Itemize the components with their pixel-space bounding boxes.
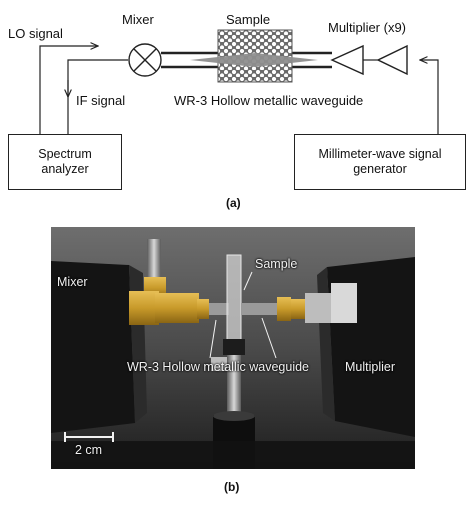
scale-bar-label: 2 cm (75, 443, 103, 457)
waveguide-right (292, 51, 332, 69)
mixer-symbol (128, 43, 162, 77)
generator-feed-line (420, 60, 439, 134)
photo-mixer-label: Mixer (57, 275, 88, 289)
multiplier-symbol (330, 44, 364, 76)
lo-signal-label: LO signal (8, 26, 63, 41)
waveguide-left (161, 51, 218, 69)
mixer-label: Mixer (122, 12, 154, 27)
signal-generator-line2: generator (353, 162, 407, 176)
lo-signal-line (39, 46, 98, 134)
caption-a: (a) (226, 196, 241, 210)
spectrum-analyzer-box: Spectrum analyzer (8, 134, 122, 190)
photo-waveguide-label: WR-3 Hollow metallic waveguide (127, 360, 310, 374)
sample-label: Sample (226, 12, 271, 27)
photo-sample-label: Sample (255, 257, 298, 271)
caption-b: (b) (224, 480, 240, 494)
setup-photo: Mixer Sample WR-3 Hollow metallic wavegu… (51, 227, 415, 469)
amplifier-symbol (376, 44, 408, 76)
if-signal-line (67, 59, 128, 134)
waveguide-label: WR-3 Hollow metallic waveguide (174, 93, 364, 108)
multiplier-label: Multiplier (x9) (328, 20, 407, 35)
signal-generator-box: Millimeter-wave signal generator (294, 134, 466, 190)
setup-schematic (39, 29, 439, 134)
photo-scene (51, 227, 415, 469)
waveguide-taper (190, 53, 318, 67)
if-signal-label: IF signal (76, 93, 126, 108)
photo-multiplier-label: Multiplier (345, 360, 396, 374)
spectrum-analyzer-line2: analyzer (41, 162, 89, 176)
signal-generator-line1: Millimeter-wave signal (318, 147, 442, 161)
spectrum-analyzer-line1: Spectrum (38, 147, 92, 161)
scale-bar (64, 432, 114, 442)
